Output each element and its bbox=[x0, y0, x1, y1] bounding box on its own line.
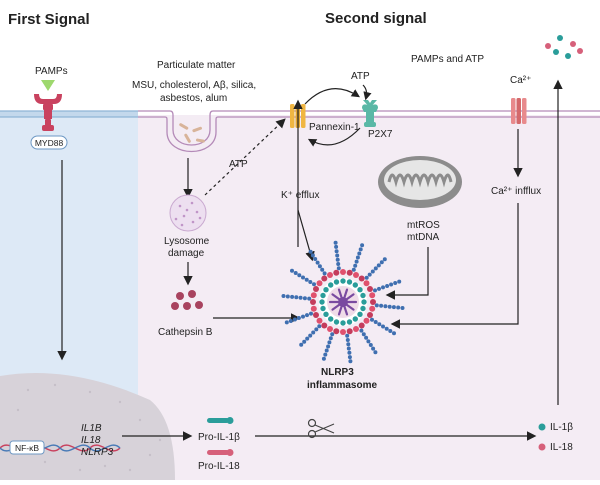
inflammasome-ray bbox=[321, 332, 335, 361]
ca-to-nlrp3-arrow bbox=[390, 203, 519, 329]
particulate-examples-1: MSU, cholesterol, Aβ, silica, bbox=[132, 80, 256, 91]
il1b-dot bbox=[538, 423, 546, 431]
inflammasome-ray bbox=[364, 257, 387, 280]
mtros-label: mtROS bbox=[407, 220, 440, 231]
il18-label: IL-18 bbox=[550, 442, 573, 453]
inflammasome-ray bbox=[374, 303, 405, 310]
inflammasome-ray bbox=[299, 324, 322, 347]
cathepsin-label: Cathepsin B bbox=[158, 327, 213, 338]
inflammasome-label: inflammasome bbox=[307, 380, 377, 391]
atp-top-label: ATP bbox=[351, 71, 370, 82]
p2x7-label: P2X7 bbox=[368, 129, 393, 140]
tlr-receptor-icon bbox=[34, 94, 62, 131]
pamp-triangle-icon bbox=[41, 80, 55, 91]
gene-il1b: IL1B bbox=[81, 423, 102, 434]
gene-il18: IL18 bbox=[81, 435, 101, 446]
secreted-cytokines-icon bbox=[545, 35, 583, 59]
calcium-channel-icon bbox=[511, 98, 527, 124]
nfkb-label: NF-κB bbox=[15, 443, 39, 453]
ca-label: Ca²⁺ bbox=[510, 75, 531, 86]
mito-to-nlrp3-arrow bbox=[385, 247, 429, 300]
inflammasome-outer-ring bbox=[310, 269, 376, 335]
nfkb-box bbox=[9, 440, 45, 455]
myd88-box bbox=[30, 135, 68, 150]
inflammasome-ray bbox=[359, 328, 378, 355]
pro-il1b-icon bbox=[207, 417, 234, 424]
inflammasome-ray bbox=[284, 311, 313, 325]
first-membrane bbox=[0, 110, 138, 118]
pro-il1b-label: Pro-IL-1β bbox=[198, 432, 240, 443]
pamps-atp-label: PAMPs and ATP bbox=[411, 54, 484, 65]
pannexin-label: Pannexin-1 bbox=[309, 122, 360, 133]
inflammasome-ray bbox=[345, 333, 353, 364]
inflammasome-ray bbox=[351, 243, 365, 272]
cathepsin-b-icon bbox=[171, 290, 203, 310]
pannexin-to-p2x7-arc bbox=[304, 88, 361, 105]
mtdna-label: mtDNA bbox=[407, 232, 440, 243]
gene-nlrp3: NLRP3 bbox=[81, 447, 114, 458]
pro-il18-label: Pro-IL-18 bbox=[198, 461, 240, 472]
inflammasome-center bbox=[338, 297, 348, 307]
il18-dot bbox=[538, 443, 546, 451]
atp-release-dashed-arrow bbox=[204, 118, 286, 196]
second-signal-heading: Second signal bbox=[325, 10, 427, 27]
inflammasome-middle-ring bbox=[319, 278, 367, 326]
nlrp3-label: NLRP3 bbox=[321, 367, 354, 378]
myd88-label: MYD88 bbox=[35, 138, 64, 148]
second-signal-cell bbox=[138, 115, 600, 480]
inflammasome-ray bbox=[370, 317, 396, 336]
inflammasome-ray bbox=[373, 279, 402, 293]
inflammasome-ray bbox=[290, 268, 316, 287]
particles bbox=[179, 123, 205, 143]
inflammasome-ray bbox=[333, 240, 341, 271]
il1b-label: IL-1β bbox=[550, 422, 573, 433]
lysosome-label-1: Lysosome bbox=[164, 236, 210, 247]
pamps-label: PAMPs bbox=[35, 66, 68, 77]
p2x7-to-pannexin-arc bbox=[307, 127, 361, 147]
lysosome-icon bbox=[169, 194, 207, 232]
atp-dashed-label: ATP bbox=[229, 159, 248, 170]
k-efflux-label: K⁺ efflux bbox=[281, 190, 319, 201]
first-signal-heading: First Signal bbox=[8, 11, 90, 28]
mitochondrion-icon bbox=[378, 156, 462, 208]
inflammasome-ray bbox=[281, 294, 312, 301]
ca-influx-label: Ca²⁺ infflux bbox=[491, 186, 541, 197]
inflammasome-ray bbox=[308, 249, 327, 276]
nlrp3-inflammasome-icon bbox=[281, 240, 405, 364]
atp-to-p2x7-arrow bbox=[362, 84, 372, 101]
second-membrane bbox=[138, 110, 600, 152]
particulate-title: Particulate matter bbox=[157, 60, 236, 71]
inflammasome-core-spokes bbox=[328, 288, 358, 316]
pro-il18-icon bbox=[207, 449, 234, 456]
p2x7-receptor-icon bbox=[362, 100, 378, 127]
particulate-examples-2: asbestos, alum bbox=[160, 93, 227, 104]
scissors-icon bbox=[307, 418, 335, 439]
lysosome-label-2: damage bbox=[168, 248, 205, 259]
